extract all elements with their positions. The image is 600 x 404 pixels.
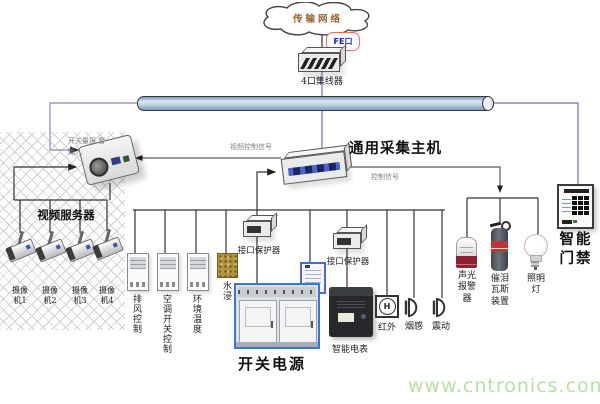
backbone-bus	[137, 96, 494, 111]
temperature-label: 环境温度	[191, 294, 201, 334]
camera-body	[35, 238, 67, 263]
infrared-sensor-symbol: H	[375, 295, 399, 318]
hub-device	[298, 53, 340, 72]
interface-protector-1-label: 接口保护器	[237, 246, 281, 256]
smart-meter-label: 智能电表	[331, 345, 368, 355]
vibration-label: 震动	[431, 322, 450, 332]
camera-4-label: 摄像机4	[99, 286, 115, 305]
temperature-device	[187, 253, 209, 291]
hub-ports	[300, 58, 338, 69]
ac-control-label: 空调开关控制	[161, 294, 171, 354]
infrared-label: 红外	[377, 323, 396, 333]
ac-control-device	[157, 253, 179, 291]
interface-protector-2-device	[333, 233, 361, 249]
camera-2-label: 摄像机2	[42, 286, 58, 305]
water-sensor-label: 水浸	[221, 281, 231, 301]
infrared-h-mark: H	[378, 298, 396, 315]
alarm-input-note-line1: 开关量报	[68, 137, 96, 145]
hub-label: 4口集线器	[301, 77, 343, 87]
cloud-label: 传输网络	[292, 14, 343, 25]
lamp-label: 照明灯	[526, 274, 545, 296]
camera-body	[92, 236, 124, 261]
video-signal-label: 视频控制信号	[230, 143, 272, 151]
cloud-outline	[263, 1, 370, 36]
siren-dome	[456, 237, 477, 256]
camera-1-label: 摄像机1	[12, 286, 28, 305]
gas-label: 催泪瓦斯装置	[490, 274, 509, 307]
camera-body	[5, 238, 37, 263]
smart-meter-device	[329, 287, 373, 337]
video-server-label: 视频服务器	[37, 208, 95, 222]
door-card-slot	[562, 220, 572, 224]
battery-voltage-device	[300, 262, 326, 294]
gas-red-band	[491, 241, 508, 252]
camera-4-device	[92, 228, 124, 261]
power-supply-label: 开关电源	[238, 355, 307, 373]
power-right-door	[279, 300, 317, 343]
cloud-shape: 传输网络	[256, 1, 380, 38]
server-led-green	[122, 155, 130, 163]
door-keypad	[572, 196, 589, 215]
interface-protector-1-device	[243, 221, 271, 237]
server-led-blue	[110, 156, 122, 166]
power-left-door	[239, 300, 277, 343]
power-indicator-strip	[238, 287, 316, 297]
interface-protector-2-label: 接口保护器	[326, 257, 370, 267]
lamp-device	[523, 234, 548, 270]
site-watermark: www.cntronics.com	[408, 375, 600, 397]
smoke-label: 烟感	[404, 322, 423, 332]
door-access-label: 智能门禁	[559, 232, 593, 267]
siren-device	[456, 237, 477, 268]
collection-host-label: 通用采集主机	[349, 141, 442, 157]
bus-end-cap	[482, 96, 494, 111]
alarm-input-note-line2: 警输入	[68, 137, 106, 156]
camera-lens-icon	[87, 155, 111, 179]
smoke-sensor-symbol	[404, 297, 418, 318]
door-green-led	[573, 220, 577, 223]
exhaust-control-label: 排风控制	[131, 294, 141, 334]
water-sensor-device	[217, 253, 238, 278]
camera-2-device	[35, 230, 67, 263]
alarm-input-note: 开关量报 警输入	[68, 136, 108, 157]
host-front-panel	[287, 161, 341, 177]
siren-label: 声光报警器	[457, 271, 476, 304]
siren-base	[456, 256, 477, 268]
gas-device	[489, 221, 511, 271]
exhaust-control-device	[127, 253, 149, 291]
vibration-sensor-symbol	[432, 297, 446, 318]
door-access-device	[557, 184, 594, 229]
power-supply-device	[234, 283, 320, 349]
ctrl-signal-label: 控制信号	[371, 173, 399, 181]
bulb-screw-base	[531, 260, 539, 267]
door-display	[564, 189, 589, 193]
camera-1-device	[5, 230, 37, 263]
camera-3-label: 摄像机3	[72, 286, 88, 305]
door-led-column	[562, 196, 571, 212]
